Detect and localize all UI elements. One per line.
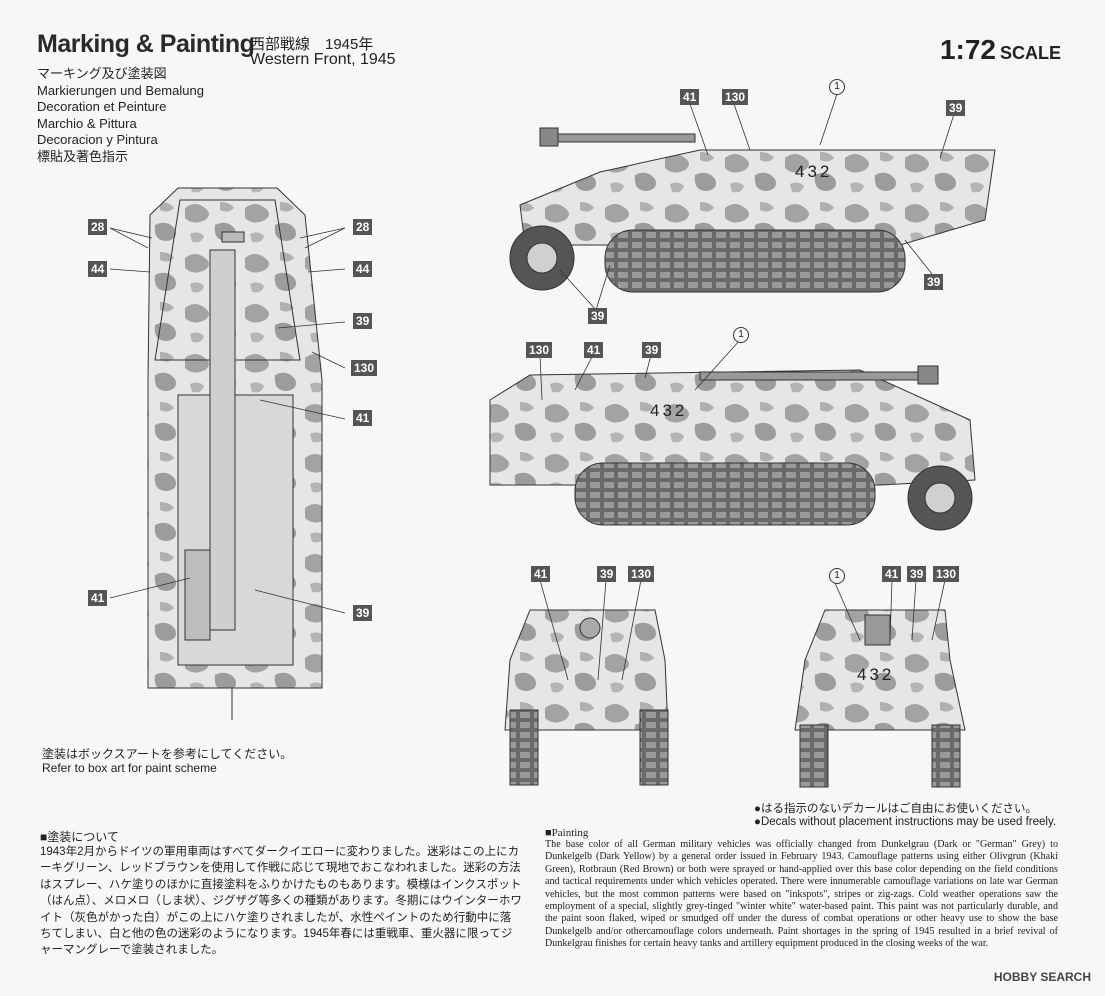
painting-body-en: The base color of all German military ve… — [545, 839, 1058, 950]
callout-130-top-view: 130 — [351, 360, 378, 376]
top-view — [147, 187, 323, 720]
callout-28-left: 28 — [88, 219, 108, 235]
callout-44-left: 44 — [88, 261, 108, 277]
callout-39-front: 39 — [597, 566, 617, 582]
callout-130-side-1: 130 — [722, 89, 749, 105]
callout-39-side-1-wheel: 39 — [588, 308, 608, 324]
callout-39-side-2: 39 — [642, 342, 662, 358]
theater-en: Western Front, 1945 — [250, 51, 396, 68]
front-view — [504, 609, 669, 786]
callout-41-side-1: 41 — [680, 89, 700, 105]
side-view-right: 432 — [489, 365, 976, 531]
callout-28-right: 28 — [353, 219, 373, 235]
language-titles: マーキング及び塗装図 Markierungen und Bemalung Dec… — [37, 66, 204, 165]
callout-39-side-1-track: 39 — [924, 274, 944, 290]
leader-lines — [109, 93, 955, 681]
decal-note-en: ●Decals without placement instructions m… — [754, 816, 1057, 828]
side-view-left: 432 — [509, 127, 996, 293]
callout-130-side-2: 130 — [526, 342, 553, 358]
callout-39-top-view: 39 — [353, 313, 373, 329]
painting-body-jp: 1943年2月からドイツの軍用車両はすべてダークイエローに変わりました。迷彩はこ… — [40, 846, 522, 957]
title-cn: 標貼及著色指示 — [37, 148, 129, 164]
page-title: Marking & Painting — [37, 30, 255, 58]
callout-1-side-2: 1 — [733, 327, 749, 343]
refer-note-en: Refer to box art for paint scheme — [42, 761, 217, 775]
painting-heading-jp: ■塗装について — [40, 830, 119, 844]
decal-note-jp: ●はる指示のないデカールはご自由にお使いください。 — [754, 803, 1037, 815]
scale-unit: SCALE — [999, 43, 1061, 63]
callout-41-top-view: 41 — [353, 410, 373, 426]
hull-number-rear: 432 — [857, 665, 894, 684]
title-de: Markierungen und Bemalung — [37, 82, 204, 98]
callout-44-right: 44 — [353, 261, 373, 277]
painting-heading-en: ■Painting — [545, 827, 589, 839]
refer-note-jp: 塗装はボックスアートを参考にしてください。 — [42, 747, 293, 761]
theater-jp: 西部戦線 1945年 — [250, 36, 374, 53]
callout-41-top-left: 41 — [88, 590, 108, 606]
callout-130-front: 130 — [628, 566, 655, 582]
callout-41-side-2: 41 — [584, 342, 604, 358]
callout-39-rear: 39 — [907, 566, 927, 582]
hull-number-side-2: 432 — [650, 401, 687, 420]
scale-number: 1:72 — [939, 34, 996, 65]
title-fr: Decoration et Peinture — [37, 99, 167, 114]
title-jp: マーキング及び塗装図 — [37, 66, 167, 81]
watermark-logo: HOBBY SEARCH — [993, 970, 1091, 984]
callout-41-rear: 41 — [882, 566, 902, 582]
callout-1-side-1: 1 — [829, 79, 845, 95]
callout-130-rear: 130 — [933, 566, 960, 582]
hull-number-side-1: 432 — [795, 162, 832, 181]
callout-41-front: 41 — [531, 566, 551, 582]
rear-view: 432 — [794, 609, 966, 788]
title-it: Marchio & Pittura — [37, 115, 137, 131]
callout-1-rear: 1 — [829, 568, 845, 584]
callout-39-side-1: 39 — [946, 100, 966, 116]
title-es: Decoracion y Pintura — [37, 132, 158, 147]
callout-39-top-bottom: 39 — [353, 605, 373, 621]
